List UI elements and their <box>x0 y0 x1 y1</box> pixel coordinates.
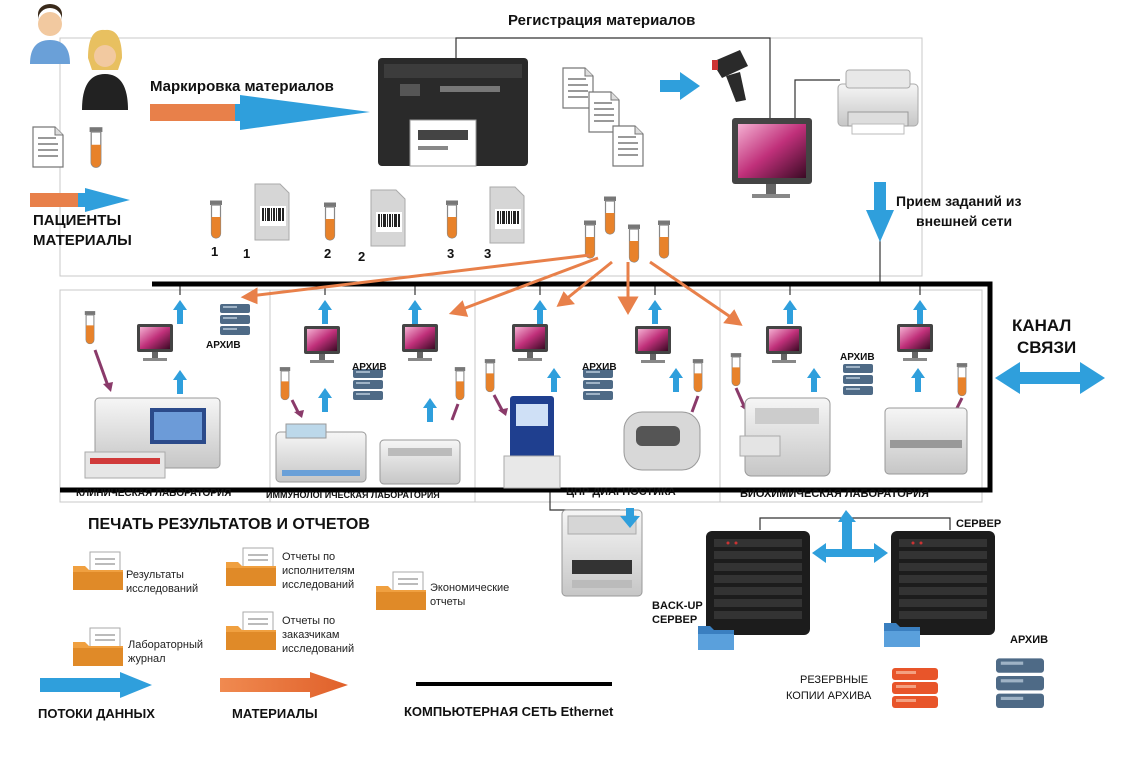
marking-label: Маркировка материалов <box>150 78 334 95</box>
external-label-2: внешней сети <box>916 213 1013 229</box>
reserve-label-1: РЕЗЕРВНЫЕ <box>800 674 869 686</box>
lab-biochem-name: БИОХИМИЧЕСКАЯ ЛАБОРАТОРИЯ <box>740 488 929 500</box>
barcode-number: 1 <box>243 246 251 261</box>
reserve-label-2: КОПИИ АРХИВА <box>786 690 872 702</box>
lab4-archive-label: АРХИВ <box>840 352 875 363</box>
lab3-archive-label: АРХИВ <box>582 362 617 373</box>
print-section-title: ПЕЧАТЬ РЕЗУЛЬТАТОВ И ОТЧЕТОВ <box>88 516 370 533</box>
main-archive-label: АРХИВ <box>1010 634 1049 646</box>
print-item-journal: Лабораторный журнал <box>128 639 204 665</box>
lab1-archive-label: АРХИВ <box>206 340 241 351</box>
tube-number: 2 <box>324 246 332 261</box>
barcode-number: 3 <box>484 246 492 261</box>
channel-label-1: КАНАЛ <box>1012 316 1072 335</box>
channel-label-2: СВЯЗИ <box>1017 338 1077 357</box>
tube-number: 3 <box>447 246 455 261</box>
lab-pcr-name: ЦПР ДИАГНОСТИКА <box>566 486 676 498</box>
patients-label-1: ПАЦИЕНТЫ <box>33 212 122 229</box>
lab-immuno-name: ИММУНОЛОГИЧЕСКАЯ ЛАБОРАТОРИЯ <box>266 490 440 500</box>
server-label: СЕРВЕР <box>956 518 1002 530</box>
print-item-performers: Отчеты по исполнителям исследований <box>282 551 355 591</box>
lab2-archive-label: АРХИВ <box>352 362 387 373</box>
legend-data-flows: ПОТОКИ ДАННЫХ <box>38 706 155 721</box>
legend-materials: МАТЕРИАЛЫ <box>232 706 318 721</box>
backup-label-1: BACK-UP <box>652 600 703 612</box>
tube-number: 1 <box>211 244 219 259</box>
backup-label-2: СЕРВЕР <box>652 614 698 626</box>
print-item-economic: Экономические отчеты <box>430 582 510 608</box>
barcode-number: 2 <box>358 249 366 264</box>
external-label-1: Прием заданий из <box>896 193 1022 209</box>
lab-clinical-name: КЛИНИЧЕСКАЯ ЛАБОРАТОРИЯ <box>76 488 232 499</box>
patients-label-2: МАТЕРИАЛЫ <box>33 232 132 249</box>
diagram-title: Регистрация материалов <box>508 12 696 29</box>
print-item-results: Результаты исследований <box>126 569 199 595</box>
legend-network: КОМПЬЮТЕРНАЯ СЕТЬ Ethernet <box>404 704 614 719</box>
print-item-customers: Отчеты по заказчикам исследований <box>282 615 355 655</box>
